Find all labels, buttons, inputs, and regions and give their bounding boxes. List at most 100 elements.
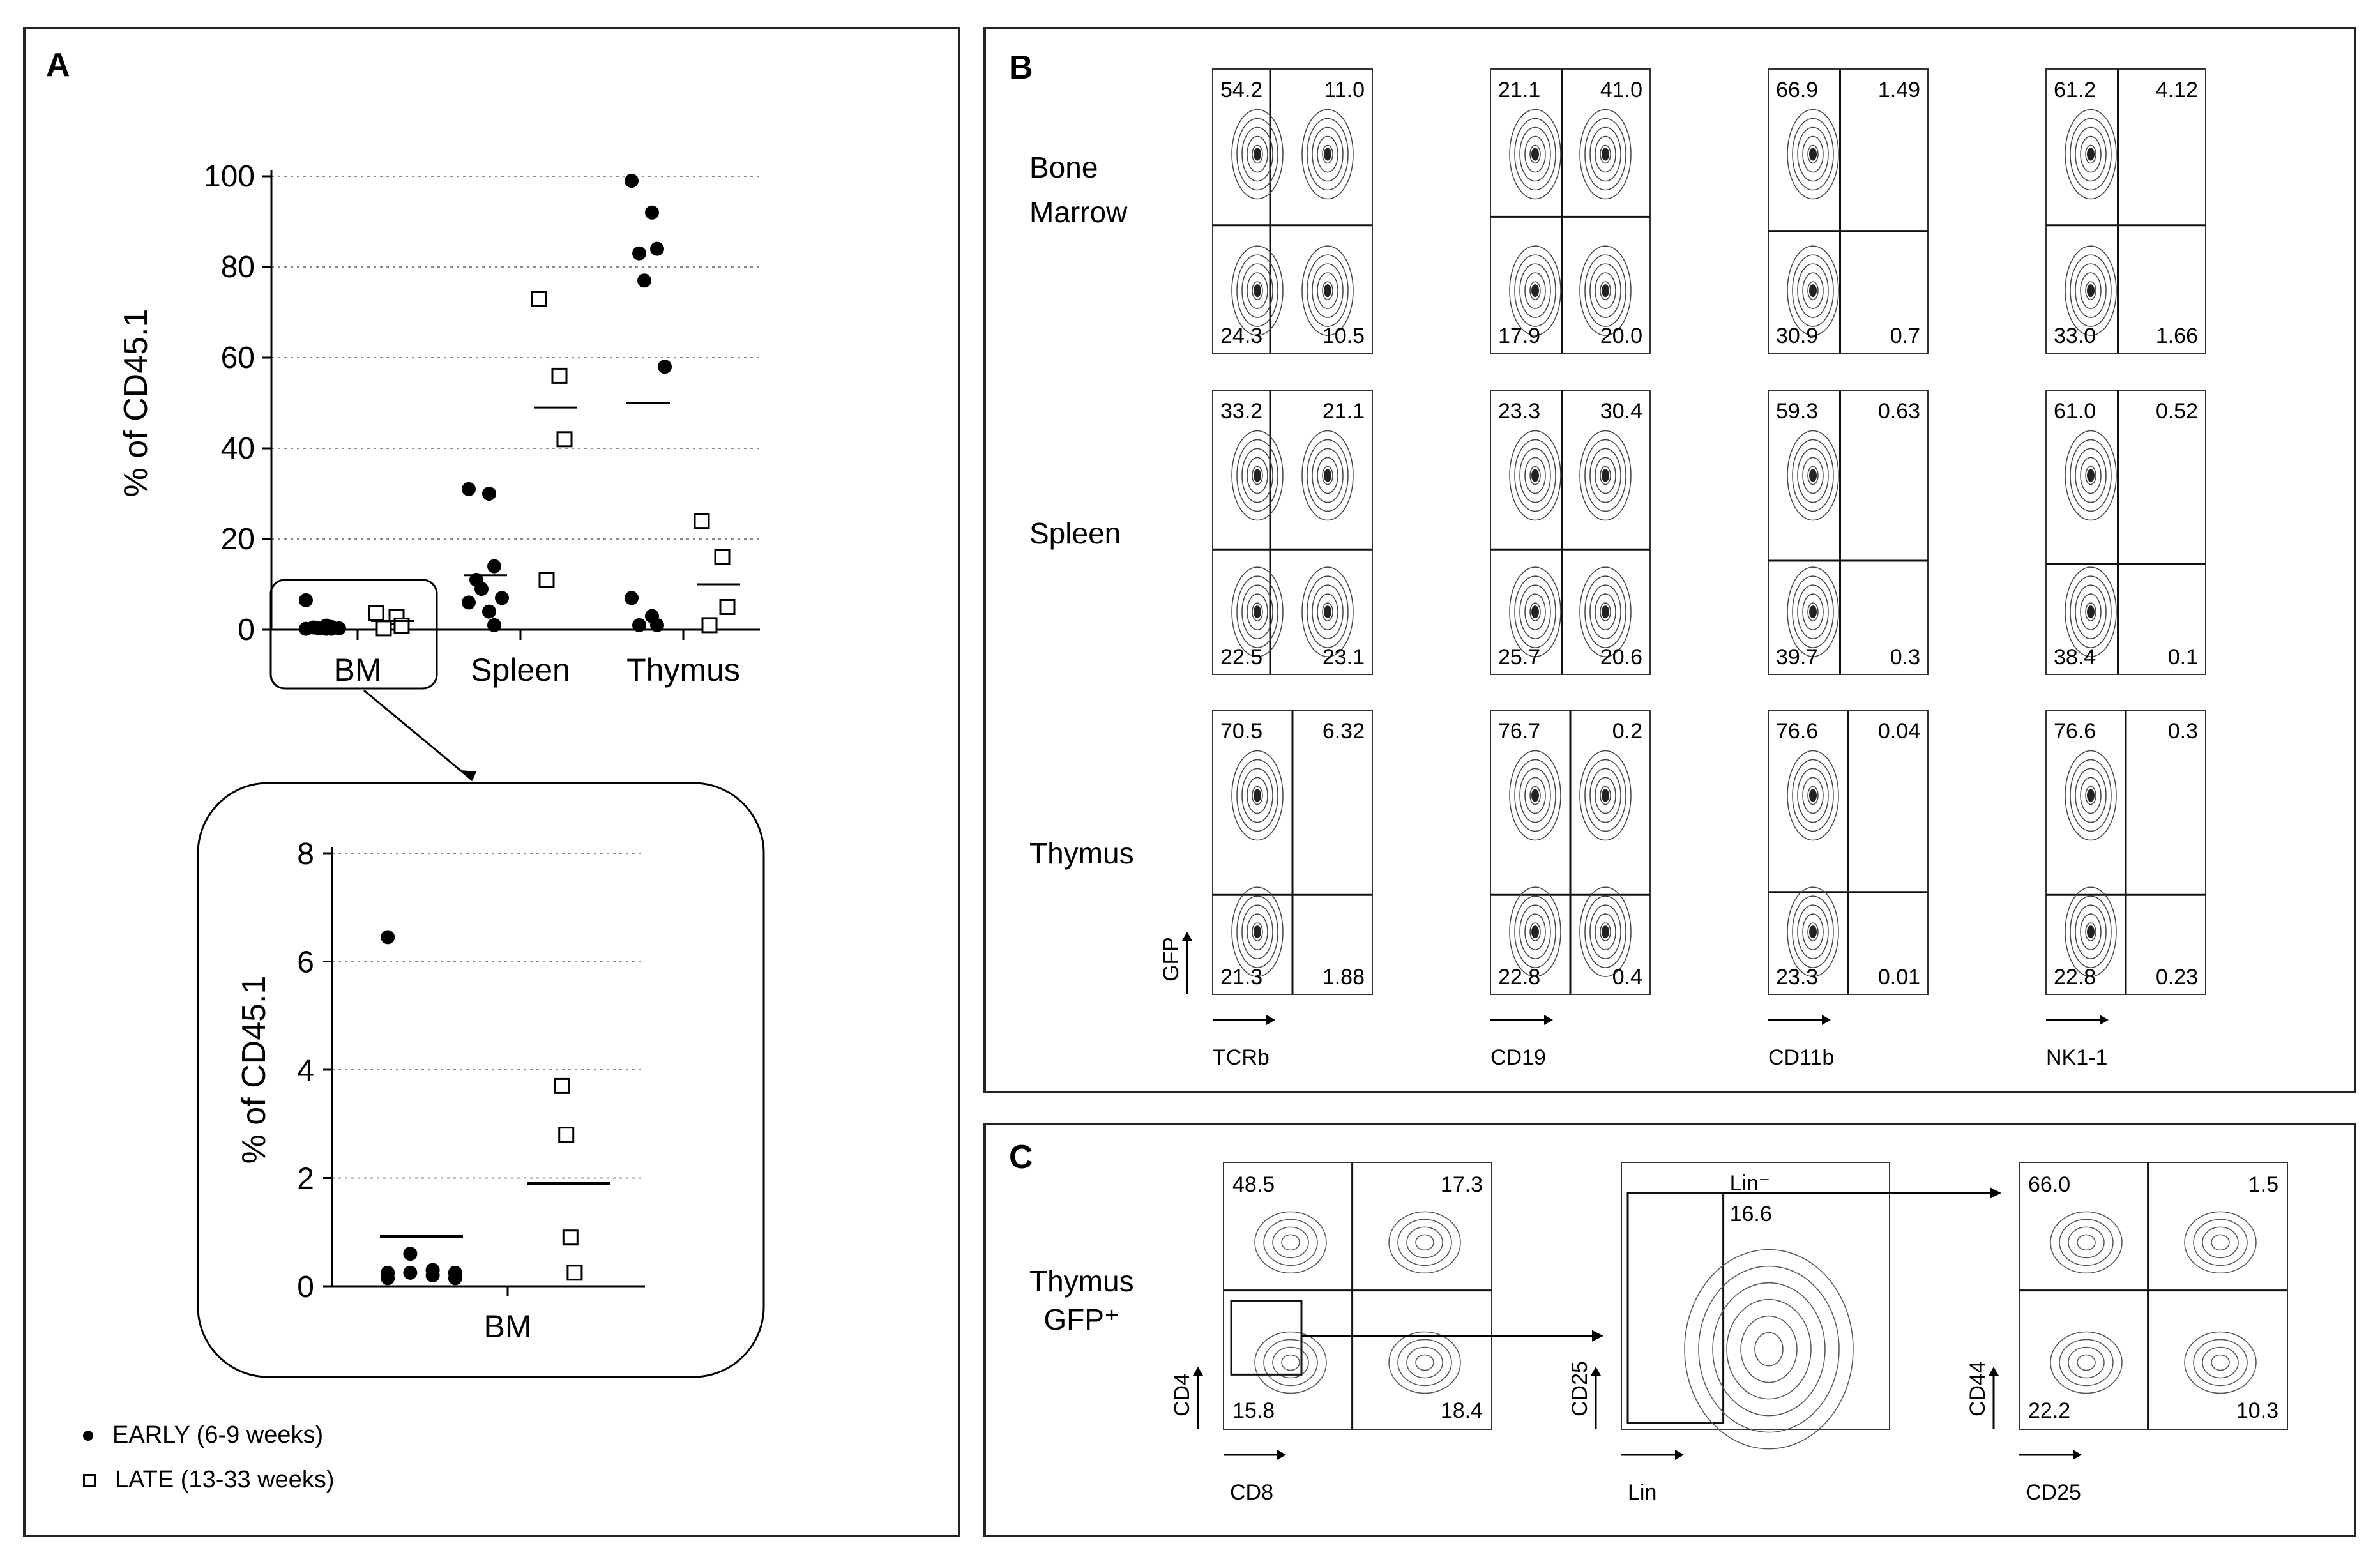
- arrow-right-icon: [1675, 1450, 1684, 1460]
- contour-line: [1595, 135, 1616, 173]
- legend-early: EARLY (6-9 weeks): [83, 1422, 323, 1449]
- contour-line: [1524, 777, 1546, 814]
- contour-line: [1787, 430, 1839, 521]
- data-point-early: [474, 582, 489, 596]
- contour-line: [1509, 566, 1561, 657]
- data-point-early: [381, 1271, 395, 1286]
- quadrant-value: 11.0: [1324, 78, 1365, 102]
- contour-line: [2065, 750, 2117, 841]
- data-point-late: [714, 549, 731, 565]
- contour-line: [1595, 913, 1616, 950]
- contour-line: [2068, 1226, 2105, 1259]
- contour-line: [1529, 144, 1541, 164]
- quadrant-value: 61.2: [2054, 78, 2096, 102]
- data-point-early: [381, 930, 395, 945]
- data-point-early: [462, 595, 476, 610]
- panel-a-label: A: [46, 47, 70, 84]
- contour-line: [1807, 786, 1819, 805]
- flow-plot-frame: [1212, 68, 1373, 354]
- contour-line: [1317, 135, 1338, 173]
- contour-line: [1807, 281, 1819, 300]
- contour-line: [1514, 575, 1556, 648]
- x-tick-label: BM: [484, 1309, 532, 1344]
- contour-line: [1519, 904, 1551, 959]
- contour-line: [1797, 768, 1829, 823]
- contour-line: [1263, 1219, 1318, 1266]
- data-point-early: [637, 273, 651, 288]
- quadrant-value: 61.0: [2054, 399, 2096, 423]
- arrow-right-icon: [1822, 1015, 1831, 1025]
- contour-core: [2087, 789, 2095, 802]
- contour-line: [2085, 281, 2096, 300]
- data-point-early: [632, 246, 646, 261]
- y-axis-label: CD4: [1170, 1373, 1194, 1417]
- x-axis-label: CD25: [2026, 1480, 2081, 1505]
- data-point-late: [719, 599, 736, 615]
- contour-line: [2075, 126, 2107, 182]
- contour-line: [1807, 922, 1819, 941]
- y-tick-label: 60: [221, 341, 255, 375]
- y-axis-label: CD44: [1966, 1361, 1990, 1417]
- contour-line: [2065, 109, 2117, 200]
- contour-line: [1519, 768, 1551, 823]
- contour-line: [2080, 272, 2102, 309]
- contour-line: [2070, 895, 2112, 968]
- contour-line: [2080, 457, 2102, 494]
- contour-line: [1322, 144, 1333, 164]
- contour-core: [1254, 148, 1261, 161]
- zoom-arrow: [363, 689, 473, 782]
- quadrant-value: 0.23: [2156, 965, 2198, 989]
- contour-line: [1254, 1211, 1327, 1274]
- contour-line: [2075, 904, 2107, 959]
- contour-line: [1241, 768, 1273, 823]
- contour-line: [1247, 777, 1268, 814]
- contour-line: [1241, 904, 1273, 959]
- data-point-early: [403, 1265, 418, 1280]
- legend-early-label: EARLY (6-9 weeks): [112, 1422, 324, 1448]
- contour-line: [1787, 886, 1839, 977]
- contour-line: [1272, 1346, 1309, 1379]
- quadrant-value: 21.1: [1323, 399, 1365, 423]
- contour-line: [1388, 1331, 1461, 1394]
- contour-line: [1236, 439, 1278, 512]
- contour-line: [1787, 750, 1839, 841]
- x-tick-label: Thymus: [626, 652, 740, 688]
- contour-line: [1397, 1219, 1452, 1266]
- panel-c-row-label: Thymus GFP⁺: [1029, 1265, 1134, 1336]
- contour-line: [1529, 602, 1541, 621]
- data-point-late: [701, 617, 718, 634]
- contour-line: [2202, 1346, 2239, 1379]
- contour-line: [2075, 584, 2107, 639]
- flow-plot-frame: [1621, 1162, 1890, 1430]
- contour-line: [1312, 263, 1344, 318]
- quadrant-value: 22.5: [1220, 645, 1262, 669]
- x-axis-label: NK1-1: [2046, 1045, 2107, 1070]
- y-tick-label: 100: [204, 160, 255, 194]
- data-point-early: [625, 591, 639, 605]
- contour-line: [1231, 750, 1284, 841]
- quadrant-value: 1.66: [2156, 324, 2198, 348]
- quadrant-value: 4.12: [2156, 78, 2198, 102]
- contour-line: [1524, 457, 1546, 494]
- x-axis-label: Lin: [1628, 1480, 1656, 1505]
- contour-line: [1579, 886, 1632, 977]
- data-point-early: [650, 618, 664, 632]
- data-point-early: [324, 621, 338, 636]
- contour-core: [1254, 605, 1261, 619]
- contour-line: [1595, 593, 1616, 630]
- contour-line: [1584, 439, 1626, 512]
- contour-line: [1252, 466, 1263, 485]
- contour-core: [1324, 148, 1331, 161]
- contour-line: [2070, 759, 2112, 832]
- contour-line: [1317, 272, 1338, 309]
- quadrant-value: 48.5: [1232, 1173, 1275, 1197]
- flow-plot-frame: [1212, 390, 1373, 675]
- contour-line: [1684, 1249, 1854, 1450]
- flow-plot-frame: [1768, 390, 1929, 675]
- contour-line: [1236, 895, 1278, 968]
- contour-core: [1531, 605, 1539, 619]
- contour-line: [1263, 1339, 1318, 1387]
- data-point-early: [299, 621, 313, 636]
- contour-line: [1301, 245, 1354, 336]
